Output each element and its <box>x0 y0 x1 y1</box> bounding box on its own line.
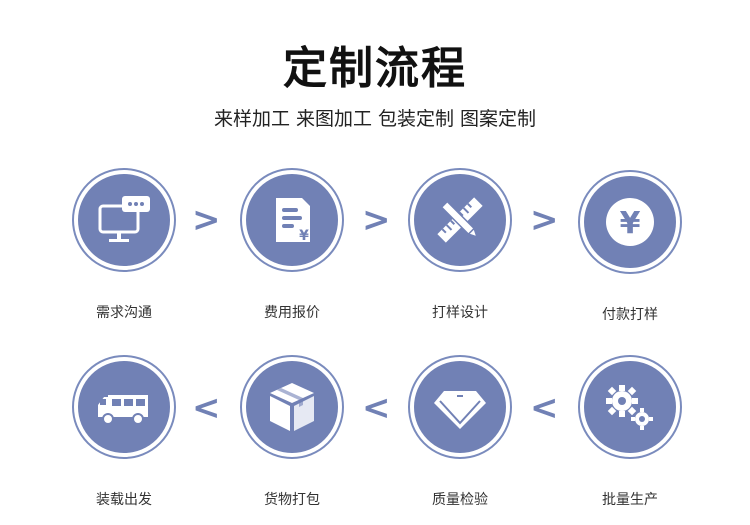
page-subtitle: 来样加工 来图加工 包装定制 图案定制 <box>213 108 537 130</box>
step-label: 批量生产 <box>602 492 658 508</box>
truck-icon <box>98 395 148 425</box>
step-sample-design: 打样设计 <box>390 168 530 322</box>
step-circle <box>72 168 176 272</box>
step-label: 费用报价 <box>264 305 320 321</box>
page-title: 定制流程 <box>283 43 467 94</box>
step-label: 付款打样 <box>602 307 658 323</box>
step-circle <box>408 355 512 459</box>
svg-text:¥: ¥ <box>620 206 641 241</box>
step-label: 打样设计 <box>432 305 488 321</box>
package-box-icon <box>270 383 314 431</box>
svg-text:¥: ¥ <box>299 228 309 244</box>
arrow-right: > <box>530 200 559 240</box>
arrow-right: > <box>362 200 391 240</box>
step-quality-inspection: 质量检验 <box>390 355 530 509</box>
gears-icon <box>606 385 653 430</box>
step-demand-communication: 需求沟通 <box>54 168 194 322</box>
step-price-quote: ¥ 费用报价 <box>222 168 362 322</box>
step-payment-sample: ¥ 付款打样 <box>560 170 700 324</box>
step-loading-departure: 装载出发 <box>54 355 194 509</box>
step-label: 货物打包 <box>264 492 320 508</box>
ruler-pencil-icon <box>437 197 483 243</box>
arrow-left: < <box>530 388 559 428</box>
arrow-left: < <box>362 388 391 428</box>
arrow-left: < <box>192 388 221 428</box>
step-label: 装载出发 <box>96 492 152 508</box>
step-circle <box>578 355 682 459</box>
price-document-icon: ¥ <box>276 198 310 244</box>
step-label: 质量检验 <box>432 492 488 508</box>
step-circle <box>72 355 176 459</box>
step-circle: ¥ <box>240 168 344 272</box>
monitor-chat-icon <box>98 196 150 242</box>
step-label: 需求沟通 <box>96 305 152 321</box>
diamond-icon <box>434 391 486 429</box>
step-circle <box>408 168 512 272</box>
yen-coin-icon: ¥ <box>606 198 654 246</box>
step-mass-production: 批量生产 <box>560 355 700 509</box>
step-circle: ¥ <box>578 170 682 274</box>
arrow-right: > <box>192 200 221 240</box>
step-goods-packing: 货物打包 <box>222 355 362 509</box>
step-circle <box>240 355 344 459</box>
